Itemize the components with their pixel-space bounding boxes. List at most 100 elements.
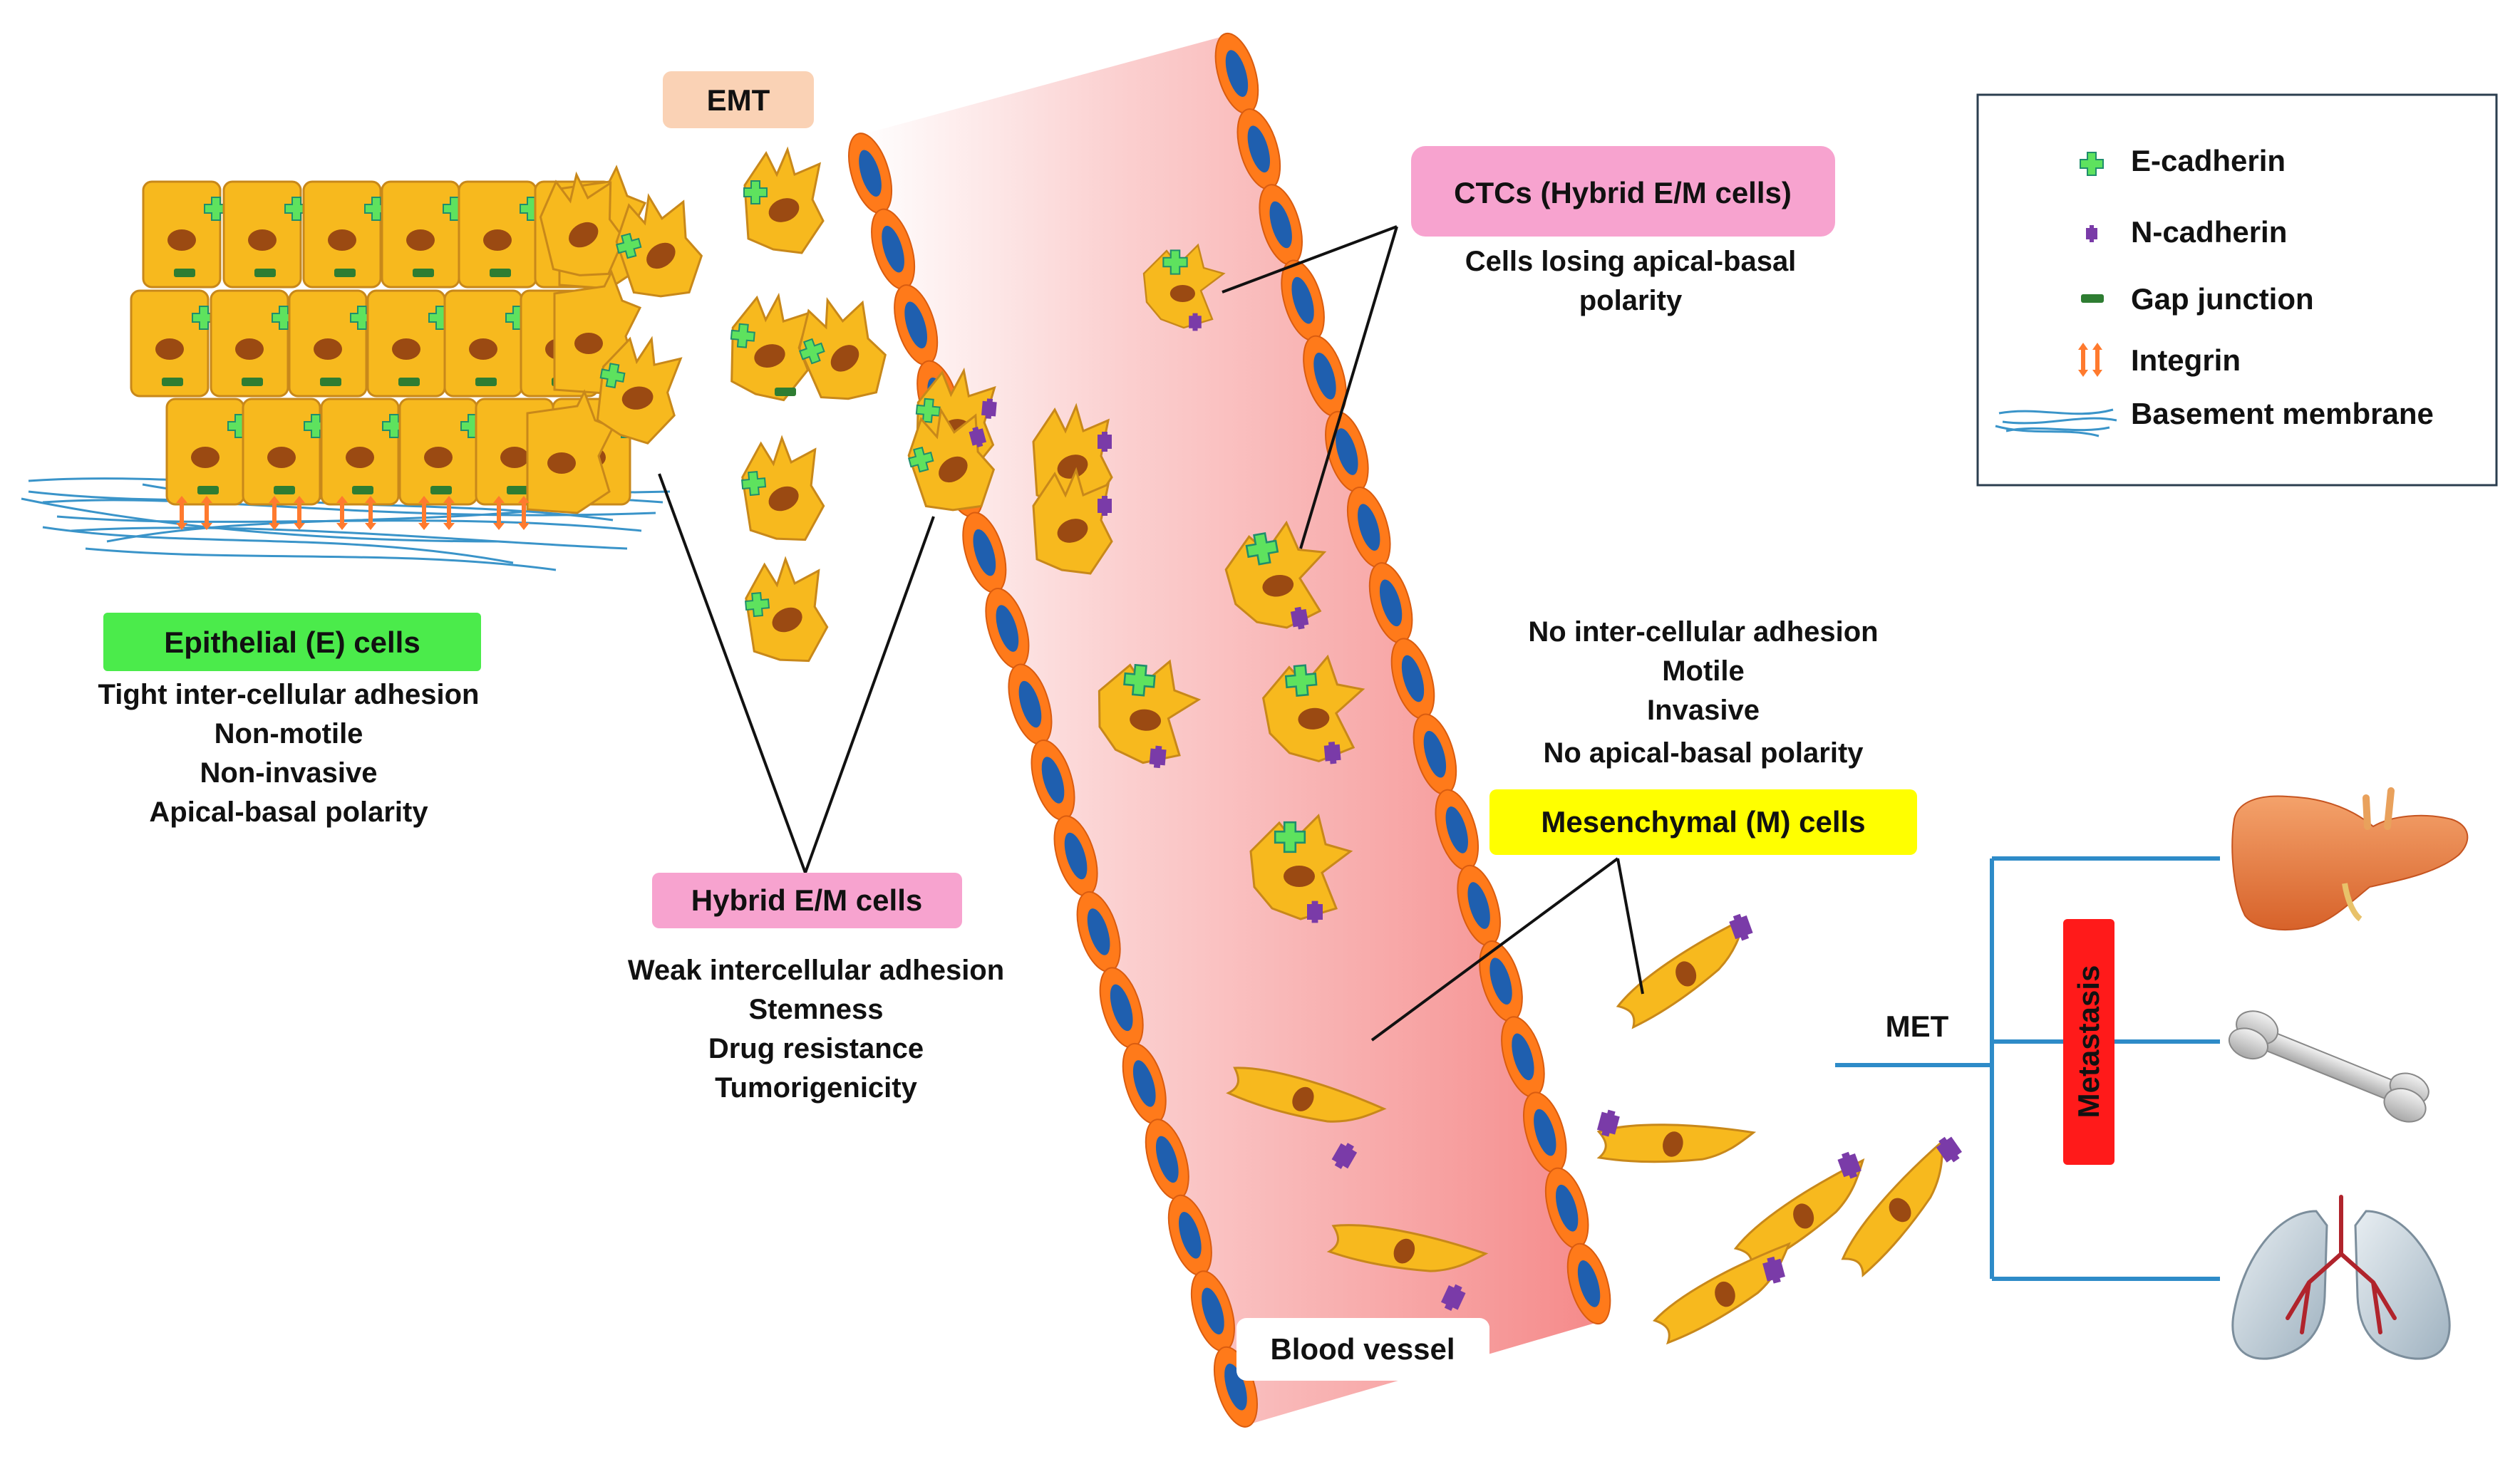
nucleus <box>469 338 497 360</box>
legend-label-e-cadherin: E-cadherin <box>2131 144 2286 177</box>
epithelial-line-4: Apical-basal polarity <box>149 797 428 828</box>
nucleus <box>768 486 799 512</box>
hybrid-cell <box>596 336 683 445</box>
hybrid-line-3: Drug resistance <box>708 1033 924 1064</box>
n-cadherin-marker <box>969 426 987 447</box>
nucleus <box>248 229 277 251</box>
nucleus <box>1169 285 1195 302</box>
nucleus <box>646 242 676 269</box>
integrin-marker <box>336 496 348 530</box>
metastasis-label: Metastasis <box>2072 965 2105 1119</box>
mesenchymal-line-3: Invasive <box>1647 695 1760 726</box>
liver-icon <box>2231 787 2469 930</box>
vessel-lumen <box>859 36 1600 1425</box>
nucleus <box>155 338 184 360</box>
gap-junction-marker <box>197 486 219 494</box>
e-cadherin-marker <box>350 306 374 330</box>
met-label: MET <box>1886 1010 1949 1043</box>
e-cadherin-marker <box>284 197 309 221</box>
hybrid-line-2: Stemness <box>749 994 884 1025</box>
ctc-label-box: CTCs (Hybrid E/M cells) Cells losing api… <box>1411 146 1835 316</box>
nucleus <box>1793 1203 1814 1229</box>
e-cadherin-marker <box>599 363 626 389</box>
hybrid-cells-group <box>539 146 1113 663</box>
epithelial-cell <box>222 180 302 289</box>
endothelial-cell <box>1390 638 1435 720</box>
nucleus <box>483 229 512 251</box>
e-cadherin-marker <box>745 592 770 618</box>
nucleus <box>1057 455 1088 479</box>
blood-vessel-label: Blood vessel <box>1270 1332 1455 1366</box>
ctc-cell <box>1249 814 1353 923</box>
legend-item-n-cadherin: N-cadherin <box>2086 215 2287 249</box>
n-cadherin-marker <box>1729 913 1753 941</box>
epithelial-cell <box>443 289 523 398</box>
hybrid-line-4: Tumorigenicity <box>715 1072 917 1104</box>
nucleus <box>1663 1131 1683 1157</box>
e-cadherin-marker <box>204 197 228 221</box>
e-cadherin-marker <box>1162 249 1188 275</box>
legend-label-basement-membrane: Basement membrane <box>2131 397 2434 430</box>
legend-label-integrin: Integrin <box>2131 343 2241 377</box>
gap-junction-marker <box>490 269 511 277</box>
n-cadherin-icon <box>2086 225 2097 242</box>
hybrid-label-box: Hybrid E/M cells Weak intercellular adhe… <box>628 873 1004 1104</box>
endothelial-cell <box>1281 259 1325 341</box>
legend-label-n-cadherin: N-cadherin <box>2131 215 2287 249</box>
endothelial-cell <box>1099 967 1144 1049</box>
hybrid-title: Hybrid E/M cells <box>691 883 922 917</box>
hybrid-cell <box>743 146 825 254</box>
epithelial-cell <box>381 180 460 289</box>
mesenchymal-cell <box>1733 1151 1865 1272</box>
endothelial-cell <box>1190 1270 1235 1352</box>
transitioning-cell <box>526 389 615 514</box>
n-cadherin-marker <box>1149 745 1167 769</box>
nucleus <box>406 229 435 251</box>
nucleus <box>1298 707 1330 730</box>
blood-vessel-label-box: Blood vessel <box>1236 1318 1489 1381</box>
integrin-marker <box>294 496 305 530</box>
epithelial-title: Epithelial (E) cells <box>164 626 420 659</box>
nucleus <box>1057 519 1088 543</box>
integrin-marker <box>176 496 187 530</box>
nucleus <box>772 607 802 633</box>
metastasis-box: Metastasis <box>2063 919 2114 1165</box>
integrin-marker <box>201 496 212 530</box>
ctc-line-1: Cells losing apical-basal <box>1465 246 1797 277</box>
e-cadherin-marker <box>741 471 767 497</box>
epithelial-cell <box>210 289 289 398</box>
gap-junction-marker <box>274 486 295 494</box>
e-cadherin-marker <box>908 446 934 473</box>
n-cadherin-marker <box>981 398 997 419</box>
nucleus <box>500 447 529 468</box>
endothelial-cell <box>1236 108 1281 190</box>
nucleus <box>191 447 220 468</box>
epithelial-line-2: Non-motile <box>215 718 363 749</box>
nucleus <box>621 386 654 410</box>
e-cadherin-marker <box>364 197 388 221</box>
n-cadherin-marker <box>1290 606 1309 630</box>
nucleus <box>768 198 800 222</box>
e-cadherin-marker <box>730 323 755 348</box>
epithelial-cell <box>130 289 210 398</box>
n-cadherin-marker <box>1098 432 1112 452</box>
nucleus <box>939 456 968 483</box>
nucleus <box>569 222 599 248</box>
integrin-marker <box>418 496 430 530</box>
mesenchymal-label-box: No inter-cellular adhesion Motile Invasi… <box>1489 616 1917 855</box>
nucleus <box>167 229 196 251</box>
n-cadherin-marker <box>1837 1151 1861 1179</box>
gap-junction-marker <box>430 486 452 494</box>
endothelial-cell <box>1566 1242 1611 1325</box>
epithelial-cell <box>242 398 321 506</box>
gap-junction-marker <box>174 269 195 277</box>
e-cadherin-marker <box>304 414 328 438</box>
gap-junction-marker <box>775 388 796 396</box>
epithelial-cell-sheet <box>130 165 647 514</box>
vessel-right-wall <box>1214 32 1611 1325</box>
ctc-title: CTCs (Hybrid E/M cells) <box>1454 176 1792 209</box>
epithelial-cell <box>320 398 400 506</box>
basement-membrane-icon <box>1995 408 2117 437</box>
endothelial-cell <box>1053 815 1098 897</box>
